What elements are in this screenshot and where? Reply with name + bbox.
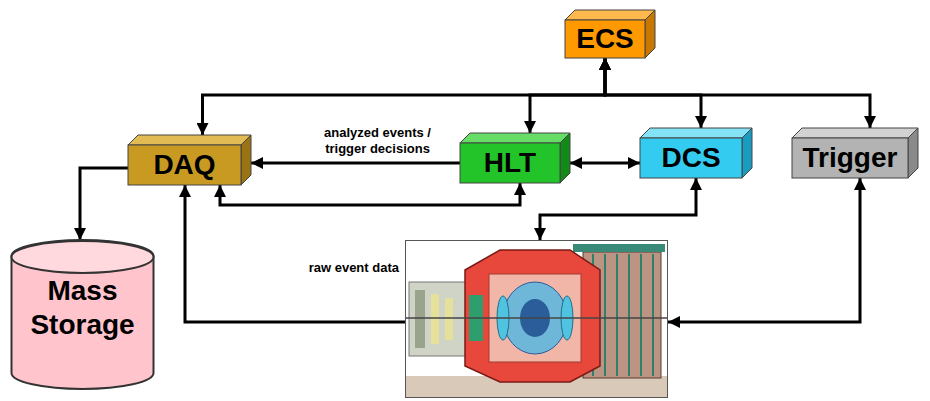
muon-absorber [415, 290, 425, 348]
grid-line [604, 254, 606, 376]
grid-line [628, 254, 630, 376]
connector-arrow [530, 58, 605, 133]
connector-arrow [203, 58, 606, 135]
muon-chamber [431, 294, 439, 344]
box-label: DCS [661, 143, 720, 174]
box-side-face [742, 128, 752, 178]
connector-arrow [220, 183, 520, 205]
edge-label: analyzed events / trigger decisions [310, 125, 446, 158]
box-front-face [565, 20, 645, 58]
box-label: DAQ [153, 150, 215, 181]
box-front-face [640, 138, 742, 178]
box-front-face [128, 145, 241, 185]
box-side-face [241, 135, 251, 185]
storage-cylinder: Mass Storage [10, 240, 155, 390]
connector-arrow [668, 178, 860, 322]
box-side-face [908, 128, 918, 178]
grid-line [652, 254, 654, 376]
box-side-face [560, 133, 570, 183]
ecs-box: ECS [565, 20, 645, 58]
box-top-face [565, 10, 655, 20]
beam-pipe [406, 317, 667, 319]
box-top-face [460, 133, 570, 143]
connector-arrow [605, 58, 701, 128]
connector-arrow [80, 168, 128, 240]
box-label: Trigger [803, 143, 898, 174]
cylinder-top [12, 241, 154, 273]
dcs-box: DCS [640, 138, 742, 178]
box-label: HLT [484, 148, 536, 179]
box-label: ECS [576, 24, 634, 55]
connector-arrow [605, 58, 870, 128]
hlt-box: HLT [460, 143, 560, 183]
box-front-face [792, 138, 908, 178]
connector-arrow [570, 162, 640, 165]
muon-arm [409, 282, 467, 356]
grid-line [640, 254, 642, 376]
connector-arrow [251, 162, 460, 165]
box-top-face [640, 128, 752, 138]
grid-line [616, 254, 618, 376]
detector-frame [406, 241, 668, 398]
detector-node: raw event data [405, 240, 668, 398]
top-rail [573, 244, 665, 252]
connector-arrow [540, 178, 696, 240]
detector-illustration [405, 240, 668, 398]
box-top-face [128, 135, 251, 145]
connector-arrow [185, 185, 405, 322]
muon-chamber [445, 298, 453, 340]
box-front-face [460, 143, 560, 183]
box-top-face [792, 128, 918, 138]
support-grid [593, 254, 653, 376]
solenoid-magnet [465, 250, 600, 382]
data-label: raw event data [307, 260, 399, 277]
box-label: Mass Storage [10, 240, 155, 341]
trigger-box: Trigger [792, 138, 908, 178]
box-side-face [645, 10, 655, 58]
daq-box: DAQ [128, 145, 241, 185]
